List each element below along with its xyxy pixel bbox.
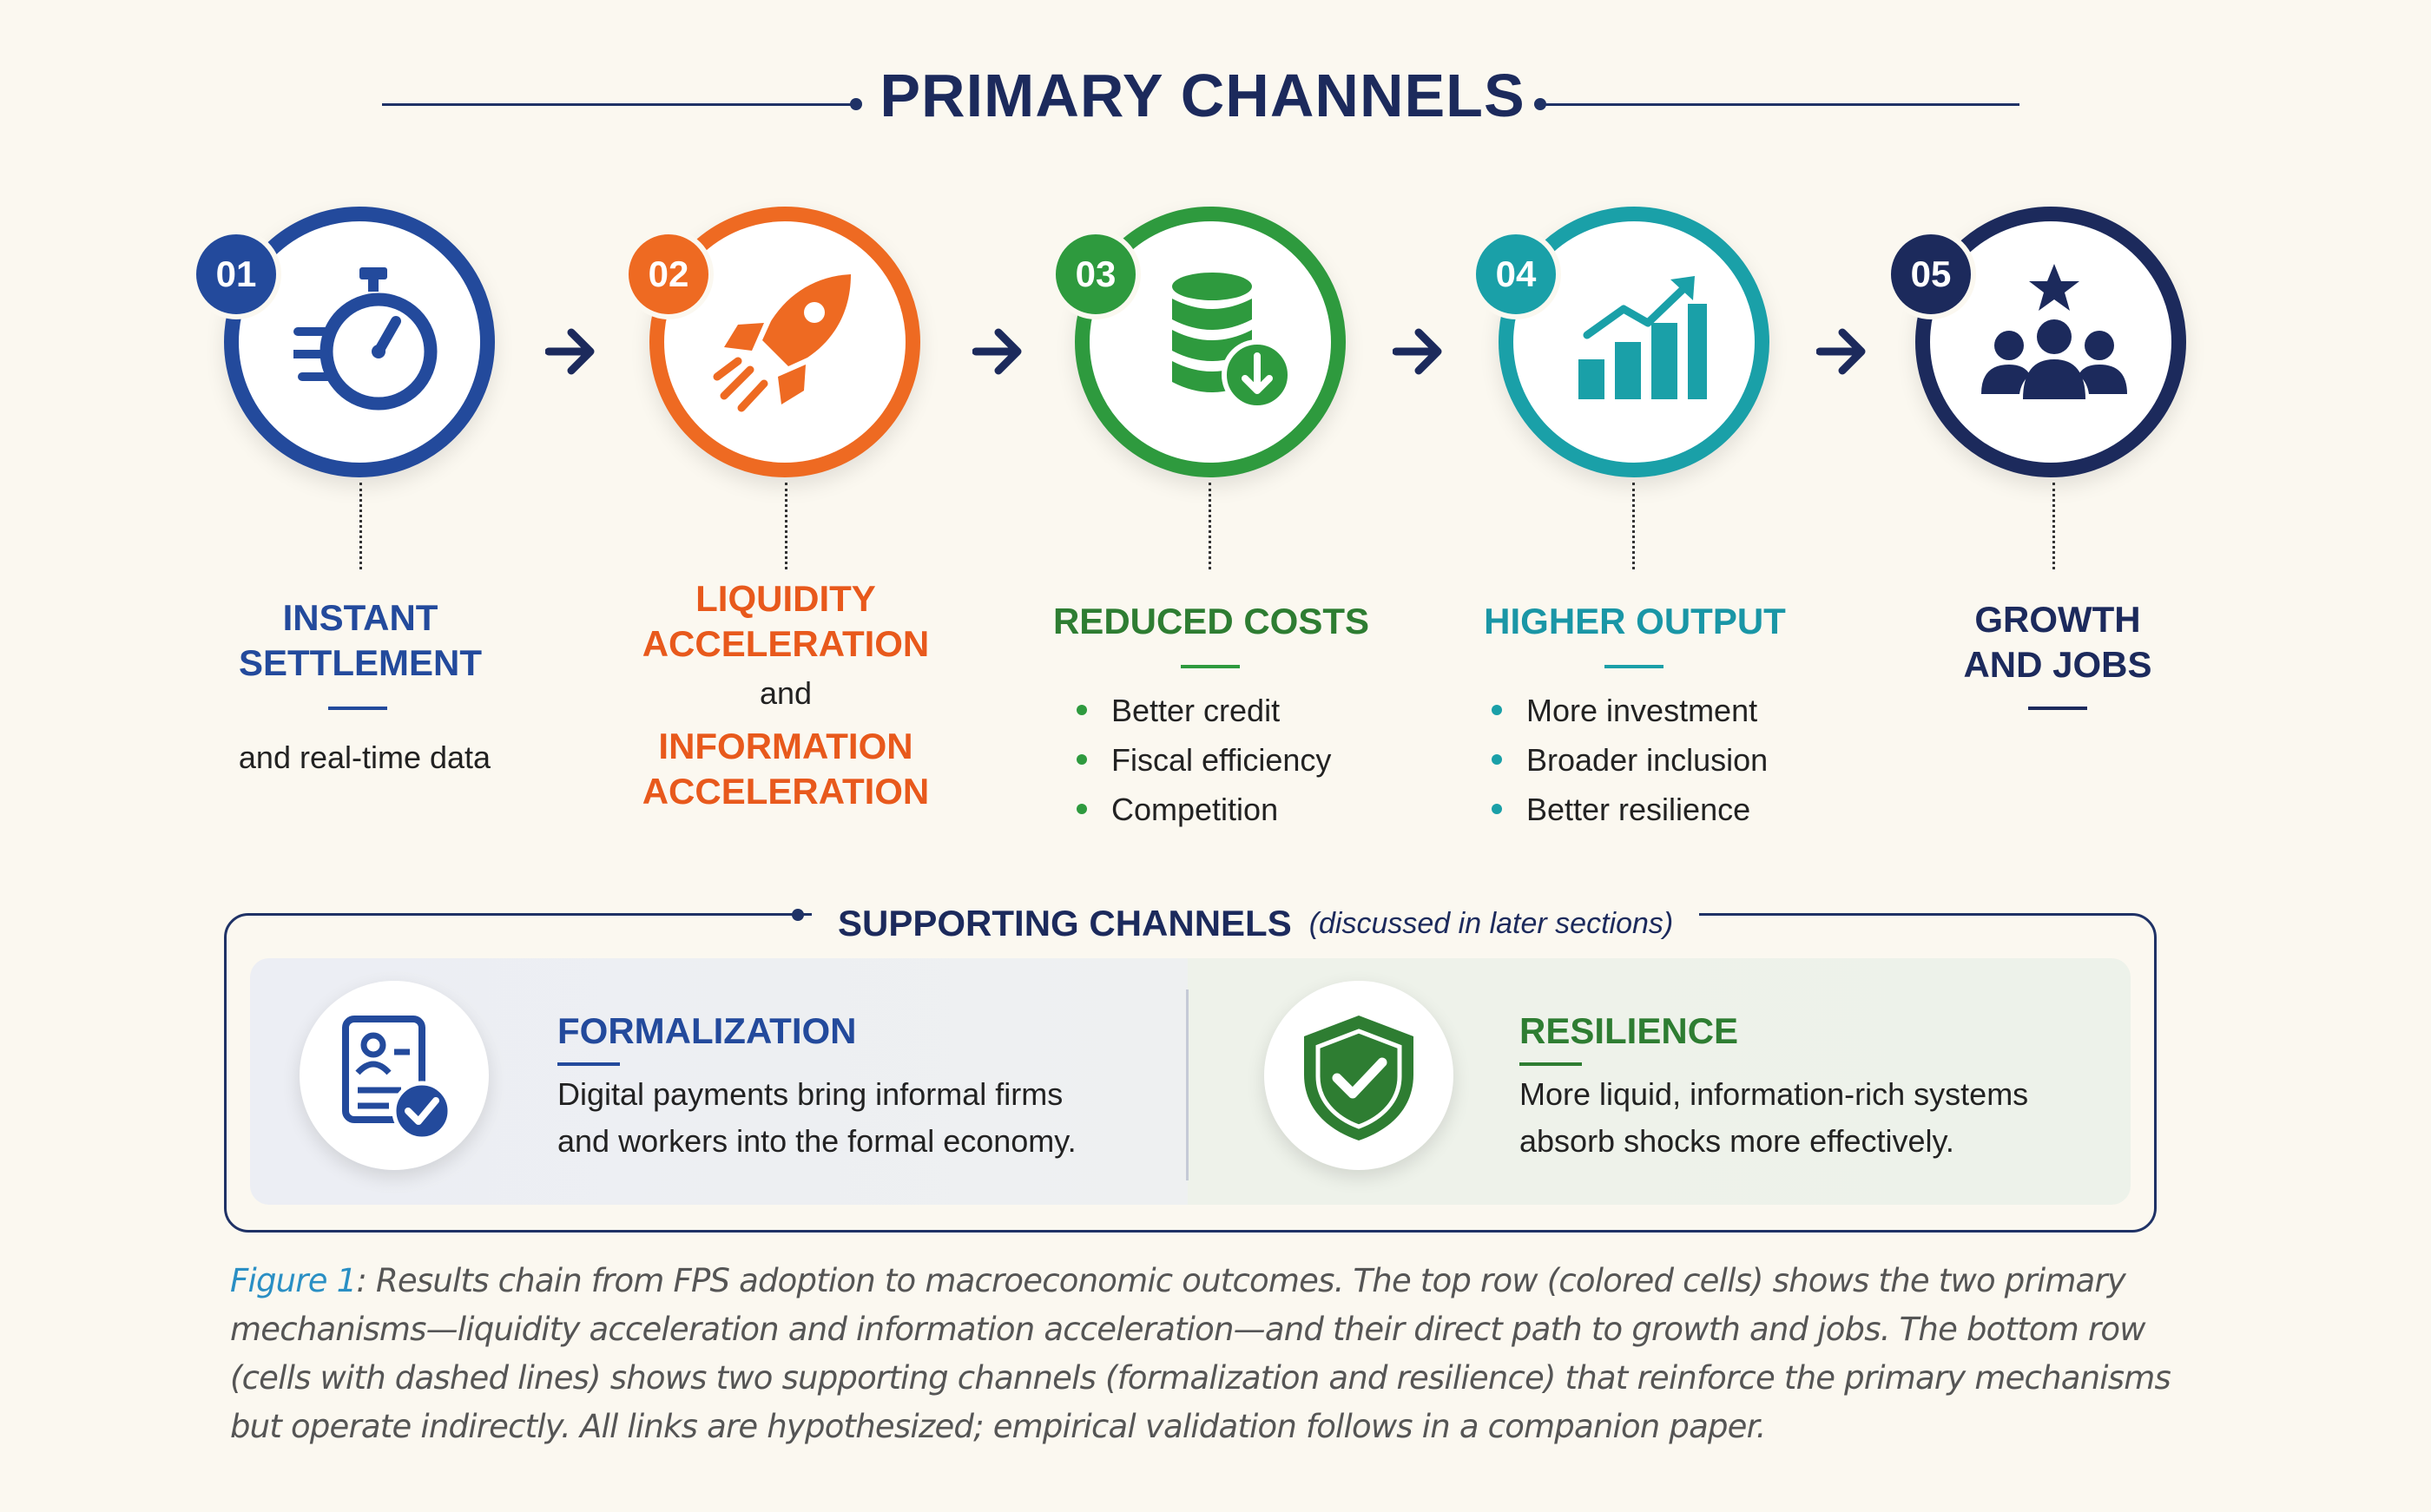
bullet-text: Fiscal efficiency (1111, 742, 1332, 778)
arrow-right-icon (545, 328, 595, 375)
title-underline (2028, 707, 2087, 710)
support-rule-dot-left (792, 909, 804, 921)
title-underline (328, 707, 387, 710)
bullet-text: Competition (1111, 792, 1279, 827)
step-title-line: INFORMATION (658, 726, 913, 766)
title-rule-right-dot (1534, 98, 1546, 110)
supporting-channels-title: SUPPORTING CHANNELS (838, 903, 1292, 943)
supporting-channels-header: SUPPORTING CHANNELS (discussed in later … (812, 899, 1700, 948)
shield-check-icon (1304, 1016, 1413, 1141)
bullet-item: Broader inclusion (1492, 742, 1768, 779)
bullet-item: More investment (1492, 693, 1757, 729)
title-underline (1604, 665, 1663, 668)
caption-text: : Results chain from FPS adoption to mac… (356, 1262, 2125, 1299)
rocket-icon (713, 274, 851, 412)
growth-chart-icon (1578, 276, 1707, 399)
caption-line: (cells with dashed lines) shows two supp… (230, 1359, 2171, 1397)
connector-line (2052, 483, 2055, 569)
text-line: absorb shocks more effectively. (1519, 1123, 1954, 1159)
supporting-channels-note: (discussed in later sections) (1308, 906, 1674, 940)
title-rule-right (1542, 103, 2019, 106)
step-title-line: ACCELERATION (642, 623, 930, 664)
panel-divider (1186, 989, 1189, 1180)
resilience-title: RESILIENCE (1519, 1010, 1739, 1051)
step-title: HIGHER OUTPUT (1484, 601, 1786, 641)
page-title: PRIMARY CHANNELS (880, 62, 1525, 129)
resilience-text: More liquid, information-rich systems ab… (1519, 1071, 2028, 1165)
step-title: INSTANT SETTLEMENT (182, 595, 538, 686)
step-title-line: LIQUIDITY (695, 578, 876, 619)
title-rule-left (382, 103, 858, 106)
bullet-item: Fiscal efficiency (1077, 742, 1331, 779)
title-underline (1519, 1062, 1582, 1066)
arrow-right-icon (1393, 328, 1442, 375)
text-line: More liquid, information-rich systems (1519, 1076, 2029, 1112)
figure-caption: Figure 1: Results chain from FPS adoptio… (230, 1257, 2227, 1451)
arrow-right-icon (972, 328, 1022, 375)
step-number-badge: 02 (623, 229, 714, 319)
step-title-line: SETTLEMENT (239, 642, 482, 683)
step-title-line: AND JOBS (1963, 644, 2152, 685)
text-line: Digital payments bring informal firms (557, 1076, 1064, 1112)
caption-line: but operate indirectly. All links are hy… (230, 1408, 1766, 1445)
text-line: and workers into the formal economy. (557, 1123, 1077, 1159)
connector-line (359, 483, 362, 569)
connector-line (1209, 483, 1211, 569)
caption-line: Figure 1: Results chain from FPS adoptio… (230, 1257, 2227, 1305)
connector-line (785, 483, 787, 569)
formalization-title: FORMALIZATION (557, 1010, 857, 1051)
step-number-badge: 05 (1886, 229, 1976, 319)
step-connector-text: and (759, 675, 813, 711)
title-rule-left-dot (850, 98, 862, 110)
bullet-text: Better resilience (1526, 792, 1751, 827)
bullet-text: More investment (1526, 693, 1758, 728)
step-title: GROWTH AND JOBS (1884, 597, 2231, 687)
step-title-line: ACCELERATION (642, 771, 930, 812)
caption-lead: Figure 1 (230, 1262, 357, 1299)
bullet-text: Broader inclusion (1526, 742, 1769, 778)
step-subtitle: and real-time data (238, 740, 491, 775)
bullet-item: Better resilience (1492, 792, 1750, 828)
caption-line: mechanisms—liquidity acceleration and in… (230, 1311, 2145, 1348)
connector-line (1632, 483, 1635, 569)
formalization-text: Digital payments bring informal firms an… (557, 1071, 1077, 1165)
title-underline (557, 1062, 620, 1066)
step-title: LIQUIDITY ACCELERATION (608, 576, 964, 667)
title-underline (1181, 665, 1240, 668)
step-title-secondary: INFORMATION ACCELERATION (608, 724, 964, 814)
people-star-icon (1981, 264, 2127, 399)
step-title: REDUCED COSTS (1052, 601, 1370, 641)
step-title-line: INSTANT (282, 597, 438, 638)
coins-down-icon (1172, 273, 1293, 411)
bullet-text: Better credit (1111, 693, 1281, 728)
bullet-item: Competition (1077, 792, 1278, 828)
step-number-badge: 03 (1051, 229, 1141, 319)
stopwatch-icon (293, 267, 438, 411)
step-title-line: GROWTH (1974, 599, 2141, 640)
arrow-right-icon (1816, 328, 1866, 375)
bullet-item: Better credit (1077, 693, 1280, 729)
step-number-badge: 04 (1471, 229, 1561, 319)
icon-disc (300, 981, 489, 1170)
id-card-check-icon (342, 1016, 452, 1141)
step-number-badge: 01 (191, 229, 281, 319)
